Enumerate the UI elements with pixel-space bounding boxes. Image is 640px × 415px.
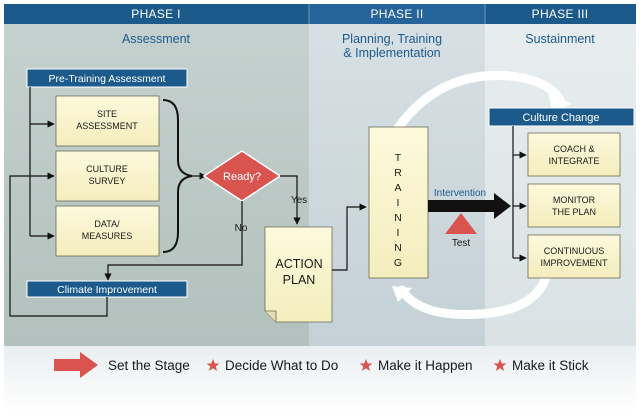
culture-change-header bbox=[488, 107, 635, 127]
phase3-subtitle: Sustainment bbox=[525, 32, 595, 46]
legend-band bbox=[4, 346, 636, 411]
legend-set-the-stage: Set the Stage bbox=[108, 358, 190, 373]
legend-star-3 bbox=[493, 359, 507, 371]
continuous-improvement-line1: CONTINUOUS bbox=[544, 246, 605, 256]
coach-integrate-line2: INTEGRATE bbox=[549, 156, 600, 166]
test-triangle bbox=[445, 213, 477, 234]
phase3-title: PHASE III bbox=[532, 7, 589, 21]
phase2-subtitle-line2: & Implementation bbox=[343, 46, 440, 60]
climate-improvement-label: Climate Improvement bbox=[57, 284, 157, 296]
continuous-improvement-line2: IMPROVEMENT bbox=[540, 258, 608, 268]
site-assessment-line1: SITE bbox=[97, 109, 117, 119]
action-plan-line2: PLAN bbox=[283, 273, 316, 287]
legend-make-it-stick: Make it Stick bbox=[512, 358, 589, 373]
pre-training-assessment-label: Pre-Training Assessment bbox=[49, 73, 166, 85]
action-plan-line1: ACTION bbox=[275, 257, 322, 271]
data-measures-line2: MEASURES bbox=[82, 231, 133, 241]
phase1-subtitle: Assessment bbox=[122, 32, 191, 46]
cycle-arrow-top bbox=[393, 70, 565, 133]
legend-make-it-happen: Make it Happen bbox=[378, 358, 473, 373]
site-assessment-box bbox=[55, 95, 160, 147]
data-measures-line1: DATA/ bbox=[94, 219, 120, 229]
phase1-title: PHASE I bbox=[131, 7, 180, 21]
monitor-plan-line2: THE PLAN bbox=[552, 207, 596, 217]
culture-change-label: Culture Change bbox=[522, 112, 599, 124]
no-label: No bbox=[235, 223, 248, 234]
training-letter-4: I bbox=[397, 197, 400, 209]
coach-integrate-line1: COACH & bbox=[553, 144, 594, 154]
training-letter-6: I bbox=[397, 227, 400, 239]
training-letter-8: G bbox=[394, 257, 402, 269]
legend-red-arrow bbox=[54, 352, 98, 378]
test-label: Test bbox=[452, 238, 471, 249]
phase2-header-bar bbox=[309, 4, 485, 24]
intervention-arrow-head bbox=[494, 193, 511, 219]
training-box bbox=[368, 126, 429, 279]
training-letter-5: N bbox=[394, 212, 402, 224]
phase2-title: PHASE II bbox=[370, 7, 423, 21]
training-letter-3: A bbox=[394, 182, 401, 194]
legend-decide-what-to-do: Decide What to Do bbox=[225, 358, 338, 373]
intervention-label: Intervention bbox=[434, 188, 486, 199]
site-assessment-line2: ASSESSMENT bbox=[76, 121, 138, 131]
coach-integrate-box bbox=[527, 132, 621, 177]
legend-star-2 bbox=[359, 359, 373, 371]
phase3-header-bar bbox=[485, 4, 636, 24]
continuous-improvement-box bbox=[527, 234, 621, 279]
action-plan-document bbox=[264, 226, 333, 323]
training-letter-7: N bbox=[394, 242, 402, 254]
yes-label: Yes bbox=[291, 195, 307, 206]
cycle-arrow-bottom bbox=[397, 265, 553, 319]
monitor-plan-box bbox=[527, 183, 621, 228]
culture-survey-line2: SURVEY bbox=[89, 176, 126, 186]
phase2-subtitle-line1: Planning, Training bbox=[342, 32, 442, 46]
culture-survey-box bbox=[55, 150, 160, 202]
pre-training-assessment-header bbox=[26, 68, 188, 88]
intervention-arrow-shaft bbox=[428, 200, 494, 212]
monitor-plan-line1: MONITOR bbox=[553, 195, 596, 205]
culture-survey-line1: CULTURE bbox=[86, 164, 128, 174]
ready-decision-label: Ready? bbox=[223, 171, 261, 183]
phase1-header-bar bbox=[4, 4, 309, 24]
training-letter-2: R bbox=[394, 167, 402, 179]
data-measures-box bbox=[55, 205, 160, 257]
training-letter-1: T bbox=[395, 152, 402, 164]
legend-star-1 bbox=[206, 359, 220, 371]
